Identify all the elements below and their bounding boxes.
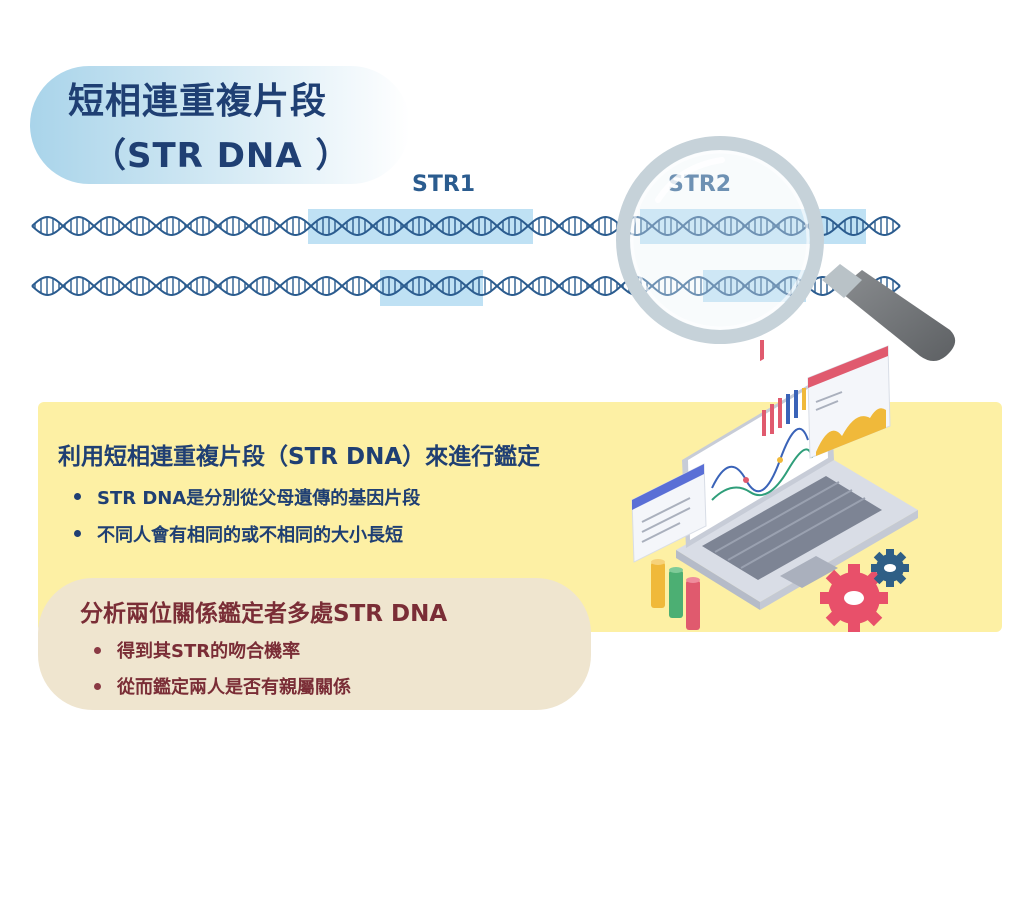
cylinder-chart-icon [651, 559, 700, 630]
magnifying-glass-icon [616, 136, 956, 361]
backbone [31, 275, 901, 297]
bullet-icon [94, 646, 101, 654]
bullet-icon [74, 493, 81, 500]
dna-strand-bottom [31, 275, 901, 297]
section1-list: STR DNA是分別從父母遺傳的基因片段 不同人會有相同的或不相同的大小長短 [72, 478, 420, 552]
list-item: 從而鑑定兩人是否有親屬關係 [92, 668, 351, 704]
page-subtitle: （STR DNA ） [92, 136, 351, 176]
list-item: 不同人會有相同的或不相同的大小長短 [72, 515, 420, 552]
title-pill [30, 66, 410, 184]
section1-heading: 利用短相連重複片段（STR DNA）來進行鑑定 [58, 444, 541, 470]
section2-heading: 分析兩位關係鑑定者多處STR DNA [80, 601, 448, 627]
dna-strand-icon [31, 209, 901, 306]
section2-list: 得到其STR的吻合機率 從而鑑定兩人是否有親屬關係 [92, 632, 351, 704]
str1-label: STR1 [412, 172, 476, 197]
list-item: STR DNA是分別從父母遺傳的基因片段 [72, 478, 420, 515]
gear-icon [871, 549, 909, 587]
page-title: 短相連重複片段 [68, 81, 328, 122]
bullet-icon [74, 530, 81, 537]
list-item: 得到其STR的吻合機率 [92, 632, 351, 668]
bullet-icon [94, 682, 101, 690]
analysis-panel [38, 578, 591, 710]
backbone [31, 215, 901, 237]
laptop-analytics-icon [631, 340, 918, 632]
